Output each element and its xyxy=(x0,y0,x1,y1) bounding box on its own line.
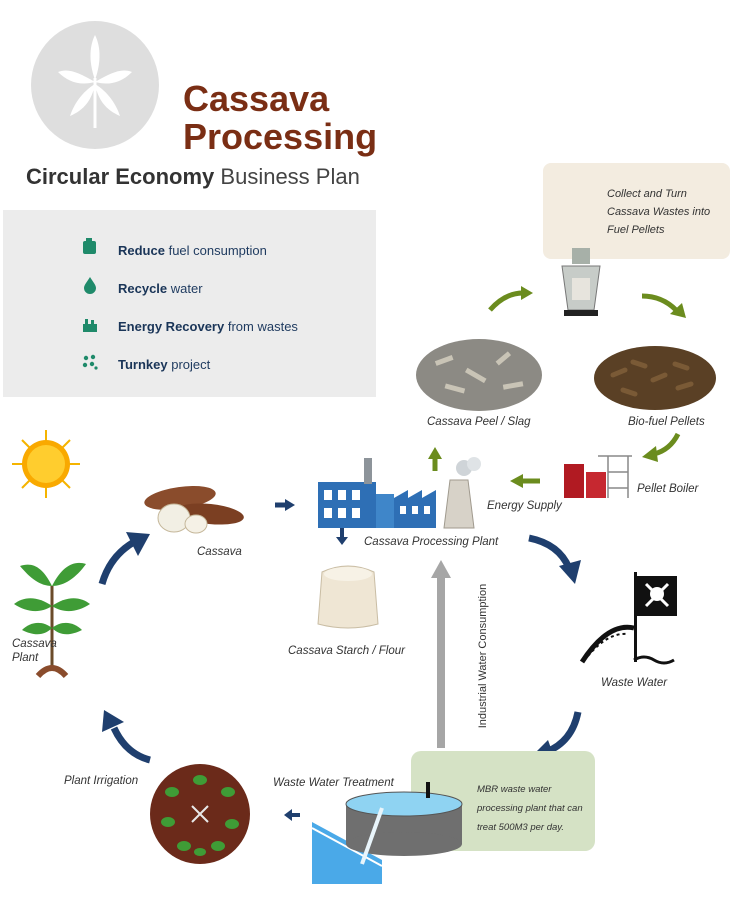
label-line: Cassava xyxy=(12,638,57,650)
note-line: Fuel Pellets xyxy=(607,224,665,236)
cassava-peel-image xyxy=(416,339,542,411)
arrow-to-machine xyxy=(488,286,533,312)
water-drop-icon xyxy=(84,277,96,294)
label-energy: Energy Supply xyxy=(487,500,562,512)
arrow-to-waste-water xyxy=(528,534,581,584)
benefit-energy: Energy Recovery from wastes xyxy=(118,319,298,334)
fuel-can-icon xyxy=(83,238,96,254)
note-line: MBR waste water xyxy=(477,784,552,795)
label-waste-water: Waste Water xyxy=(601,677,668,689)
label-line: Plant xyxy=(12,652,39,664)
arrow-to-starch xyxy=(336,528,348,545)
benefits-panel: Reduce fuel consumption Recycle water En… xyxy=(3,210,376,397)
arrow-to-irrigation xyxy=(284,809,300,821)
note-line: treat 500M3 per day. xyxy=(477,822,564,833)
irrigation-field-image xyxy=(150,764,250,864)
benefit-text: from wastes xyxy=(227,319,298,334)
starch-sack-image xyxy=(317,565,379,629)
benefit-text: fuel consumption xyxy=(168,243,267,258)
treatment-tank-icon xyxy=(312,782,463,884)
benefit-recycle: Recycle water xyxy=(118,281,203,296)
subtitle-rest: Business Plan xyxy=(220,164,360,189)
arrow-to-factory xyxy=(275,499,295,511)
bio-fuel-pellets-image xyxy=(594,346,716,410)
pellet-boiler-icon xyxy=(564,455,632,498)
benefit-bold: Energy Recovery xyxy=(118,319,225,334)
collect-note: Collect and Turn Cassava Wastes into Fue… xyxy=(607,185,710,239)
collect-note-box xyxy=(543,163,730,259)
label-cassava: Cassava xyxy=(197,546,242,558)
energy-recovery-icon xyxy=(83,319,97,332)
arrow-up-small xyxy=(428,447,442,471)
mbr-note: MBR waste water processing plant that ca… xyxy=(477,780,583,837)
note-line: Collect and Turn xyxy=(607,188,687,200)
cassava-leaf-icon xyxy=(31,21,159,149)
label-plant: Cassava Processing Plant xyxy=(364,536,499,548)
logo xyxy=(30,20,160,150)
pellet-machine-icon xyxy=(561,248,601,316)
label-pellets: Bio-fuel Pellets xyxy=(628,416,705,428)
subtitle: Circular Economy Business Plan xyxy=(26,164,360,190)
dots-icon xyxy=(82,354,98,370)
page-title: Cassava Processing xyxy=(183,80,377,156)
cassava-roots-image xyxy=(144,486,244,534)
label-boiler: Pellet Boiler xyxy=(637,483,699,495)
title-line-2: Processing xyxy=(183,116,378,157)
arrow-to-boiler xyxy=(642,432,681,462)
cassava-plant-image xyxy=(14,562,90,679)
label-cassava-plant: Cassava Plant xyxy=(12,637,57,665)
benefit-turnkey: Turnkey project xyxy=(118,357,210,372)
benefit-bold: Recycle xyxy=(118,281,168,296)
benefit-bold: Reduce xyxy=(118,243,165,258)
arrow-to-cassava xyxy=(98,532,150,586)
benefit-reduce: Reduce fuel consumption xyxy=(118,243,267,258)
benefit-text: water xyxy=(170,281,203,296)
arrow-energy-supply xyxy=(510,474,540,488)
arrow-to-cassava-plant xyxy=(102,710,151,764)
note-line: Cassava Wastes into xyxy=(607,206,711,218)
note-line: processing plant that can xyxy=(477,803,583,814)
label-treatment: Waste Water Treatment xyxy=(273,777,394,789)
title-line-1: Cassava xyxy=(183,78,330,119)
benefit-bold: Turnkey xyxy=(118,357,168,372)
label-starch: Cassava Starch / Flour xyxy=(288,645,405,657)
arrow-to-pellets xyxy=(641,293,686,318)
subtitle-bold: Circular Economy xyxy=(26,164,215,189)
label-peel: Cassava Peel / Slag xyxy=(427,416,531,428)
benefit-text: project xyxy=(171,357,211,372)
sun-icon xyxy=(12,430,80,498)
waste-water-icon xyxy=(579,572,677,665)
factory-icon xyxy=(318,457,481,529)
label-irrigation: Plant Irrigation xyxy=(64,775,139,787)
label-water-consumption: Industrial Water Consumption xyxy=(477,583,489,729)
arrow-water-consumption xyxy=(431,560,451,748)
